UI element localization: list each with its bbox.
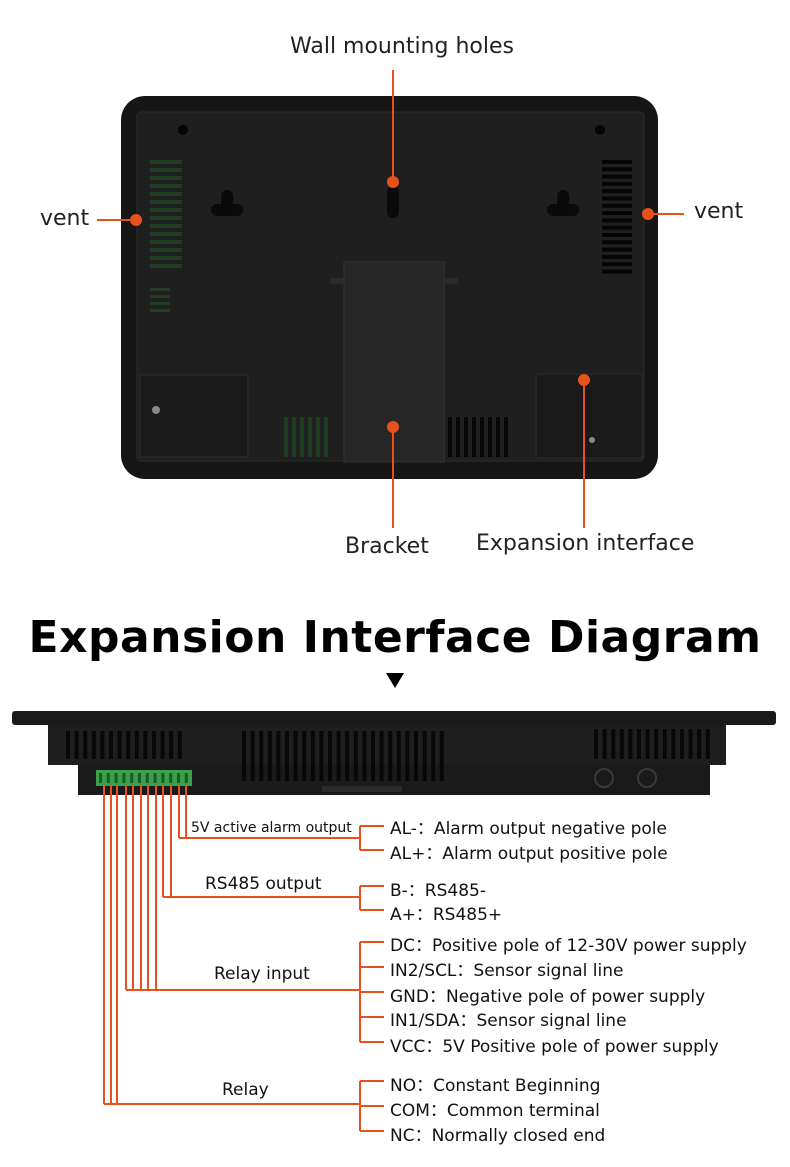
terminal-block: [96, 770, 192, 786]
group-name-relay: Relay: [222, 1080, 269, 1100]
keyhole-left: [211, 190, 243, 216]
dot-expansion: [578, 374, 590, 386]
pin-in2-scl: IN2/SCL：Sensor signal line: [390, 961, 624, 981]
label-expansion-interface: Expansion interface: [476, 531, 695, 556]
device-side-bezel: [12, 711, 776, 725]
pin-dc: DC：Positive pole of 12-30V power supply: [390, 936, 747, 956]
group-name-alarm: 5V active alarm output: [191, 820, 352, 836]
pin-al-plus: AL+：Alarm output positive pole: [390, 844, 668, 864]
lower-left-cover: [139, 374, 249, 458]
dot-wall-hole: [387, 176, 399, 188]
group-name-rs485: RS485 output: [205, 874, 322, 894]
pin-com: COM：Common terminal: [390, 1101, 600, 1121]
pin-a-plus: A+：RS485+: [390, 905, 503, 925]
vent-slots-bottom-left: [284, 417, 328, 457]
port-right: [637, 768, 657, 788]
dot-vent-left: [130, 214, 142, 226]
vent-slots-right: [602, 160, 632, 274]
vent-slots-bottom-right: [448, 417, 508, 457]
keyhole-center: [387, 186, 399, 218]
screw-hole-right: [595, 125, 605, 135]
pin-no: NO：Constant Beginning: [390, 1076, 601, 1096]
pin-al-minus: AL-：Alarm output negative pole: [390, 819, 667, 839]
pin-in1-sda: IN1/SDA：Sensor signal line: [390, 1011, 627, 1031]
port-left: [594, 768, 614, 788]
keyhole-right: [547, 190, 579, 216]
group-name-relay-input: Relay input: [214, 964, 310, 984]
down-arrow-icon: [386, 673, 404, 688]
dot-bracket: [387, 421, 399, 433]
section-title: Expansion Interface Diagram: [28, 612, 762, 663]
label-bracket: Bracket: [345, 534, 429, 559]
dot-vent-right: [642, 208, 654, 220]
pin-nc: NC：Normally closed end: [390, 1126, 606, 1146]
label-vent-left: vent: [40, 206, 90, 231]
pin-gnd: GND：Negative pole of power supply: [390, 987, 706, 1007]
label-wall-mounting-holes: Wall mounting holes: [290, 34, 514, 59]
vent-slots-side: [66, 729, 710, 781]
wiring-lines: [103, 786, 384, 1132]
screw-lower-left: [152, 406, 160, 414]
device-side-upper: [48, 725, 726, 765]
label-vent-right: vent: [694, 199, 744, 224]
vent-slots-left: [150, 160, 182, 312]
pin-vcc: VCC：5V Positive pole of power supply: [390, 1037, 719, 1057]
pin-b-minus: B-：RS485-: [390, 881, 486, 901]
screw-expansion: [589, 437, 595, 443]
expansion-cover: [535, 373, 643, 459]
screw-hole-left: [178, 125, 188, 135]
